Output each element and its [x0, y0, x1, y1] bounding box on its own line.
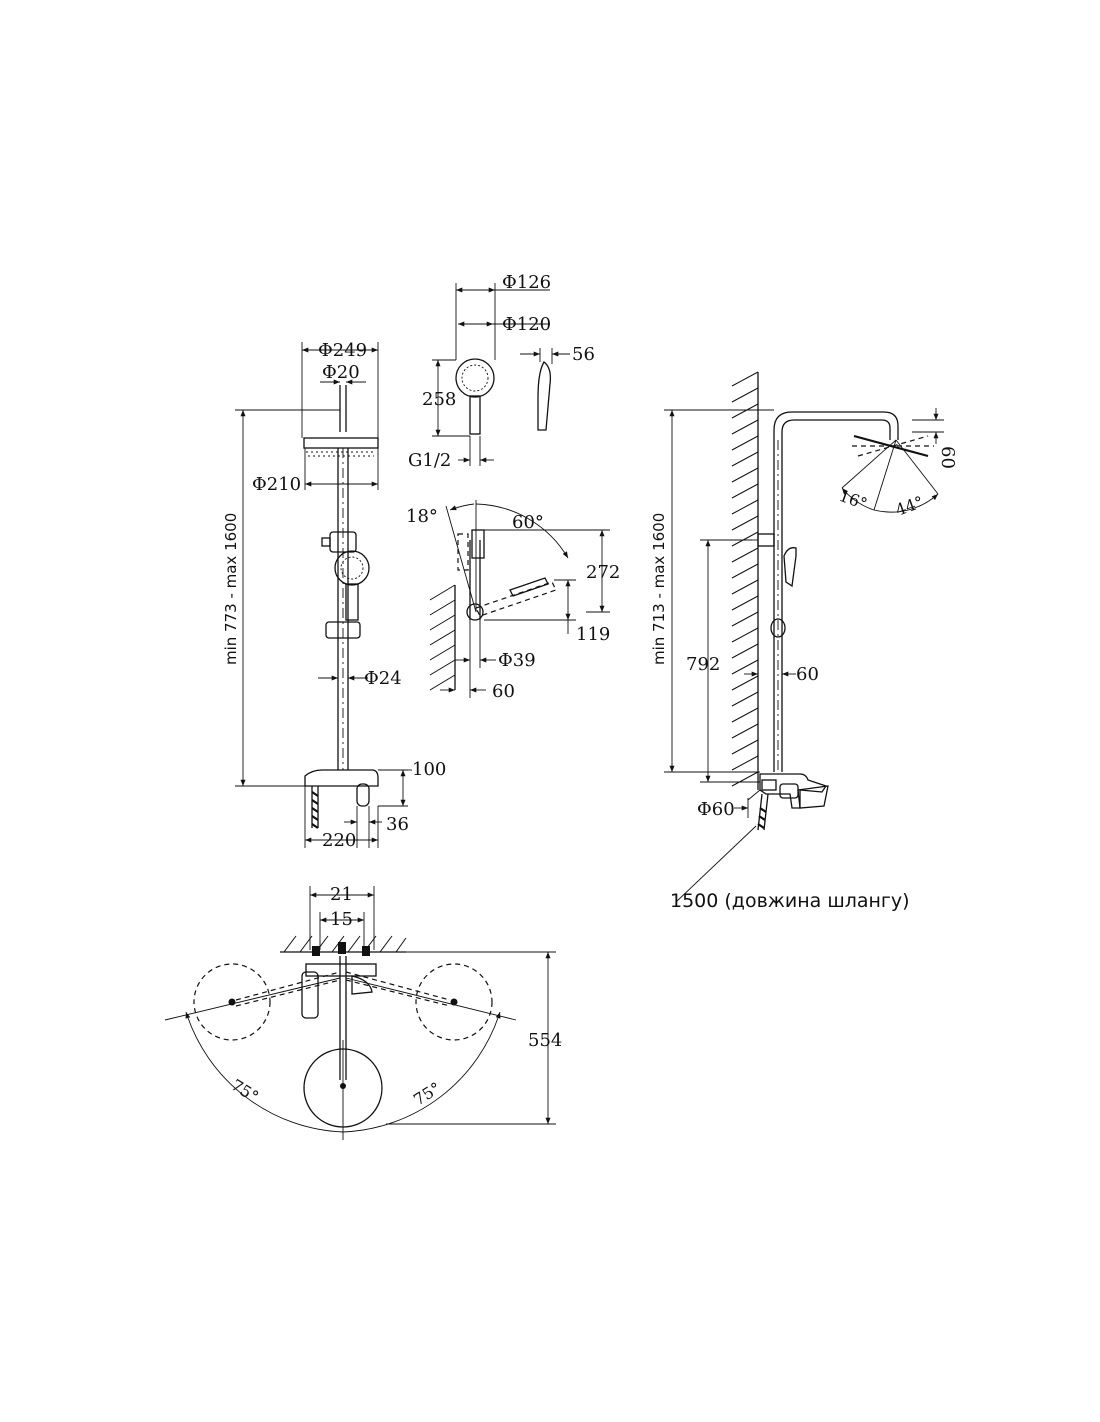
- dim-119-label: 119: [576, 624, 610, 645]
- dia-arm-label: Φ20: [322, 362, 360, 383]
- dim-258-label: 258: [422, 389, 456, 410]
- side-head-shower: 16° 44° 60: [837, 408, 958, 520]
- angle-16-label: 16°: [837, 486, 870, 514]
- side-height-range-label: min 713 - max 1600: [650, 513, 668, 665]
- dim-60-top-label: 60: [937, 446, 958, 469]
- hose-length-note: 1500 (довжина шлангу): [670, 890, 910, 912]
- front-view: Φ249 Φ20 Φ210 min 773 - max 1600: [222, 340, 446, 851]
- head-shower-nozzles: [306, 451, 376, 457]
- side-view: min 713 - max 1600 16° 44° 60: [650, 371, 958, 912]
- dia-head-outer-label: Φ249: [318, 340, 367, 361]
- dia-head-inner-label: Φ210: [252, 474, 301, 495]
- dim-60-label: 60: [492, 681, 515, 702]
- dia-60-label: Φ60: [697, 799, 735, 820]
- dia-120-label: Φ120: [502, 314, 551, 335]
- dia-126-label: Φ126: [502, 272, 551, 293]
- angle-left-label: 75°: [228, 1075, 262, 1106]
- dim-220-label: 220: [322, 830, 356, 851]
- dim-36-label: 36: [386, 814, 409, 835]
- dia-rod-label: Φ24: [364, 668, 402, 689]
- dim-15-label: 15: [330, 909, 353, 930]
- angle-60-label: 60°: [512, 512, 544, 533]
- height-range-label: min 773 - max 1600: [222, 513, 240, 665]
- hand-shower-detail: Φ126 Φ120 258 G1/2 56: [408, 272, 595, 471]
- dim-554-label: 554: [528, 1030, 562, 1051]
- angle-44-label: 44°: [893, 492, 926, 520]
- dia-39-label: Φ39: [498, 650, 536, 671]
- holder-detail: 18° 60° 272 119 Φ39 60: [406, 500, 620, 702]
- thread-label: G1/2: [408, 450, 451, 471]
- side-dim-60-label: 60: [796, 664, 819, 685]
- dim-100-label: 100: [412, 759, 446, 780]
- dim-56-label: 56: [572, 344, 595, 365]
- angle-18-label: 18°: [406, 506, 438, 527]
- dim-792-label: 792: [686, 654, 720, 675]
- hose-spiral: [311, 791, 319, 829]
- dim-272-label: 272: [586, 562, 620, 583]
- top-view: 21 15 75° 75°: [164, 884, 562, 1140]
- angle-right-label: 75°: [410, 1078, 444, 1109]
- dim-21-label: 21: [330, 884, 353, 905]
